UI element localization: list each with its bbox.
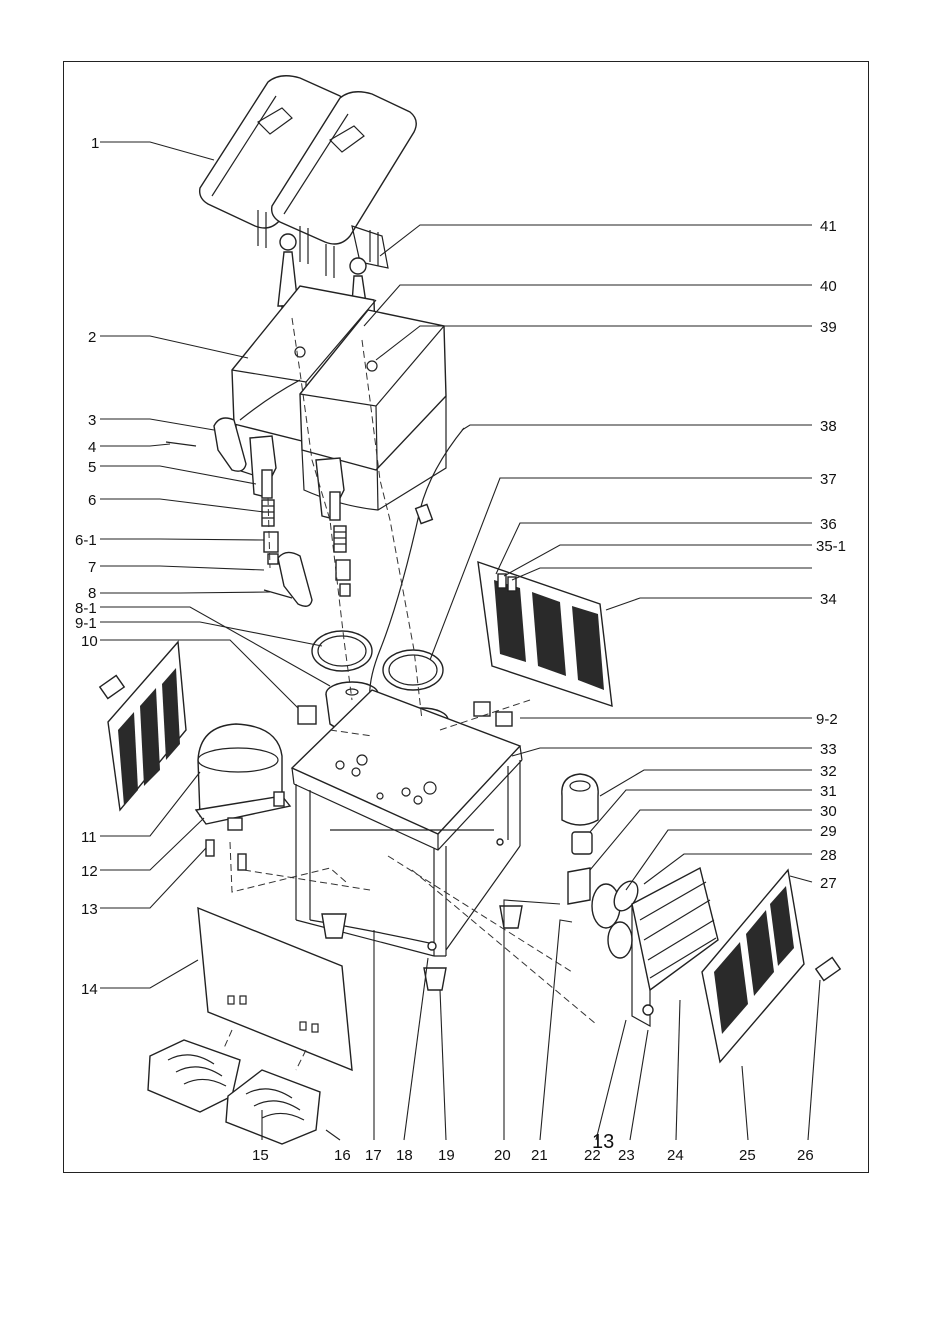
label-12: 12: [81, 863, 98, 880]
label-24: 24: [667, 1147, 684, 1164]
foot-center: [424, 968, 446, 990]
label-5: 5: [88, 459, 96, 476]
page-number: 13: [592, 1131, 614, 1153]
label-6: 6: [88, 492, 96, 509]
seal-ring-right: [383, 650, 443, 690]
label-32: 32: [820, 763, 837, 780]
foot-right: [500, 906, 522, 928]
label-1: 1: [91, 135, 99, 152]
side-panel-right: [702, 870, 840, 1062]
seal-ring-left: [312, 631, 372, 671]
label-23: 23: [618, 1147, 635, 1164]
fan-motor: [562, 774, 598, 854]
label-28: 28: [820, 847, 837, 864]
label-40: 40: [820, 278, 837, 295]
label-9-1: 9-1: [75, 615, 97, 632]
label-18: 18: [396, 1147, 413, 1164]
block-9-2b: [496, 712, 512, 726]
label-4: 4: [88, 439, 96, 456]
label-15: 15: [252, 1147, 269, 1164]
back-panel: [478, 562, 612, 706]
label-31: 31: [820, 783, 837, 800]
label-33: 33: [820, 741, 837, 758]
label-2: 2: [88, 329, 96, 346]
label-6-1: 6-1: [75, 532, 97, 549]
drip-tray-right: [226, 1070, 320, 1144]
label-38: 38: [820, 418, 837, 435]
label-25: 25: [739, 1147, 756, 1164]
label-9-2: 9-2: [816, 711, 838, 728]
label-20: 20: [494, 1147, 511, 1164]
pin-4: [166, 442, 196, 446]
label-35-1: 35-1: [816, 538, 846, 555]
label-11: 11: [81, 829, 97, 846]
label-26: 26: [797, 1147, 814, 1164]
label-19: 19: [438, 1147, 455, 1164]
label-41: 41: [820, 218, 837, 235]
condenser: [632, 868, 718, 1026]
label-7: 7: [88, 559, 96, 576]
label-36: 36: [820, 516, 837, 533]
label-3: 3: [88, 412, 96, 429]
foot-left: [322, 914, 346, 938]
label-37: 37: [820, 471, 837, 488]
side-panel-left: [100, 642, 186, 810]
label-21: 21: [531, 1147, 548, 1164]
label-14: 14: [81, 981, 98, 998]
label-17: 17: [365, 1147, 382, 1164]
compressor: [196, 724, 290, 870]
label-13: 13: [81, 901, 98, 918]
block-10: [298, 706, 316, 724]
drip-tray-left: [148, 1040, 240, 1112]
label-39: 39: [820, 319, 837, 336]
label-34: 34: [820, 591, 837, 608]
spring-right: [334, 526, 350, 596]
label-27: 27: [820, 875, 837, 892]
label-10: 10: [81, 633, 98, 650]
label-30: 30: [820, 803, 837, 820]
label-16: 16: [334, 1147, 351, 1164]
label-29: 29: [820, 823, 837, 840]
